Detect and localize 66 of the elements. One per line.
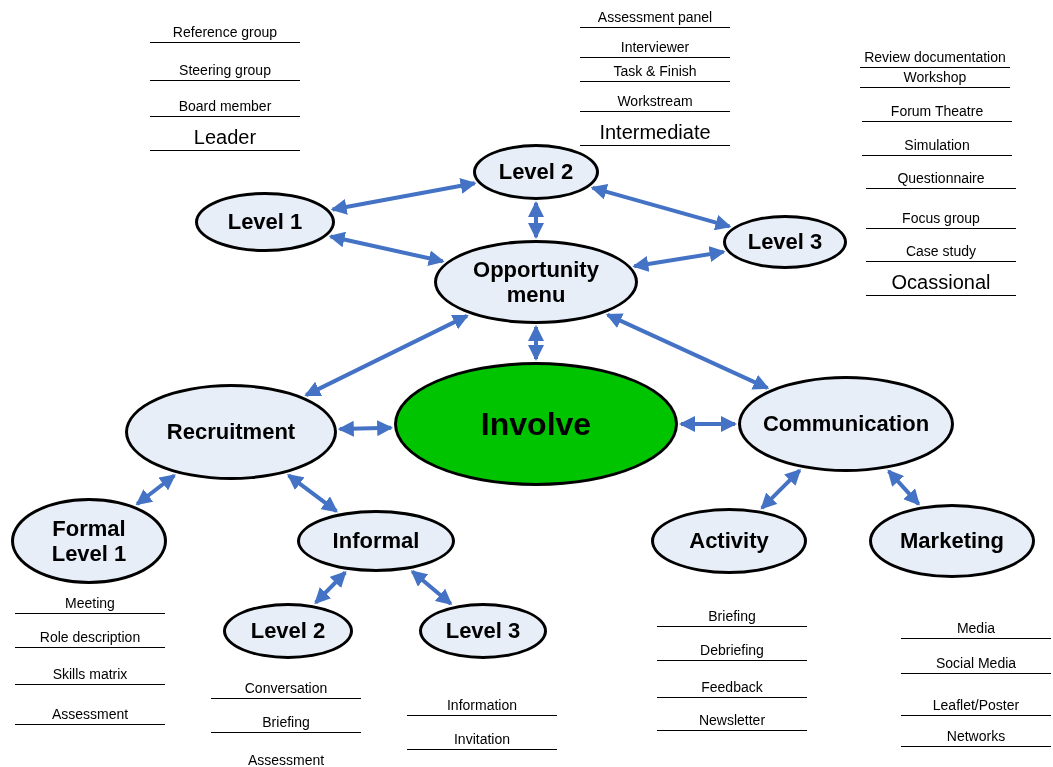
list-item: Assessment panel (580, 9, 730, 28)
double-arrow (887, 469, 921, 506)
node-label: Formal Level 1 (50, 515, 128, 567)
double-arrow (528, 201, 544, 239)
list-item: Focus group (866, 210, 1016, 229)
list-item: Interviewer (580, 39, 730, 58)
double-arrow (287, 473, 338, 513)
double-arrow (410, 569, 453, 606)
list-item: Case study (866, 243, 1016, 262)
double-arrow (328, 231, 445, 267)
list-item: Workshop (860, 69, 1010, 88)
double-arrow (679, 416, 737, 432)
ellipse-node (473, 144, 599, 200)
list-item: Skills matrix (15, 666, 165, 685)
node-label: Communication (762, 411, 930, 437)
node-label: Level 1 (227, 209, 303, 235)
list-item: Conversation (211, 680, 361, 699)
list-item: Social Media (901, 655, 1051, 674)
double-arrow (590, 184, 732, 231)
list-item: Leader (150, 125, 300, 151)
double-arrow (632, 246, 726, 272)
node-label: Recruitment (166, 419, 296, 445)
list-item: Questionnaire (866, 170, 1016, 189)
list-item: Invitation (407, 731, 557, 750)
double-arrow (605, 313, 770, 390)
list-item: Briefing (657, 608, 807, 627)
list-item: Feedback (657, 679, 807, 698)
node-label: Level 3 (747, 229, 823, 255)
list-item: Assessment (15, 706, 165, 725)
list-item: Meeting (15, 595, 165, 614)
list-item: Ocassional (866, 270, 1016, 296)
double-arrow (135, 473, 176, 506)
list-item: Leaflet/Poster (901, 697, 1051, 716)
node-label: Marketing (900, 528, 1004, 554)
list-item: Role description (15, 629, 165, 648)
list-item: Forum Theatre (862, 103, 1012, 122)
node-label: Level 2 (250, 618, 326, 644)
list-item: Information (407, 697, 557, 716)
double-arrow (304, 314, 469, 397)
double-arrow (337, 420, 394, 437)
double-arrow (760, 468, 802, 510)
list-item: Simulation (862, 137, 1012, 156)
list-item: Briefing (211, 714, 361, 733)
list-item: Media (901, 620, 1051, 639)
node-label: Level 3 (445, 618, 521, 644)
node-label: Involve (480, 405, 592, 443)
list-item: Assessment (246, 752, 326, 767)
list-item: Review documentation (860, 49, 1010, 68)
double-arrow (330, 177, 477, 215)
list-item: Workstream (580, 93, 730, 112)
node-label: Level 2 (498, 159, 574, 185)
list-item: Intermediate (580, 120, 730, 146)
node-label: Activity (689, 528, 769, 554)
node-label: Informal (332, 528, 420, 554)
list-item: Debriefing (657, 642, 807, 661)
list-item: Board member (150, 98, 300, 117)
list-item: Steering group (150, 62, 300, 81)
list-item: Newsletter (657, 712, 807, 731)
ellipse-node (723, 215, 847, 269)
double-arrow (528, 325, 544, 361)
ellipse-node (195, 192, 335, 252)
double-arrow (314, 571, 347, 605)
list-item: Networks (901, 728, 1051, 747)
list-item: Task & Finish (580, 63, 730, 82)
node-label: Opportunity menu (472, 256, 600, 308)
list-item: Reference group (150, 24, 300, 43)
